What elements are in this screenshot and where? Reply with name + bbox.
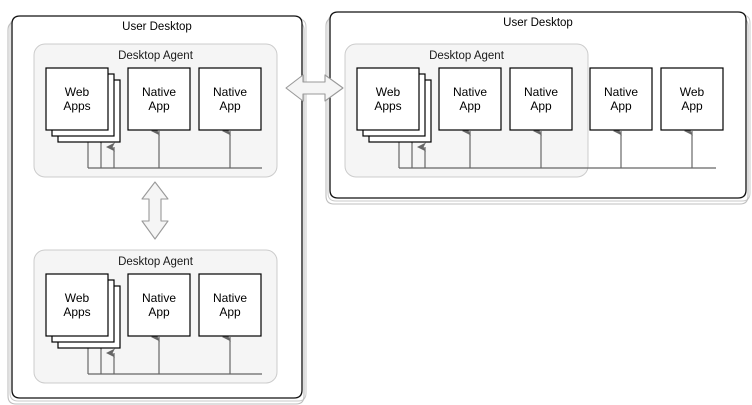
native-app-top-left-2[interactable]: [198, 67, 262, 131]
native-app-bottom-left-2[interactable]: [198, 273, 262, 337]
native-app-right-external[interactable]: [589, 67, 653, 131]
web-app-right-external[interactable]: [660, 67, 724, 131]
native-app-bottom-left-1[interactable]: [127, 273, 191, 337]
link-horizontal-desktops-arrow[interactable]: [285, 74, 344, 102]
native-app-top-left-1[interactable]: [127, 67, 191, 131]
native-app-right-2[interactable]: [509, 67, 573, 131]
desktop-agent-bottom-left-connectors: [80, 332, 262, 375]
web-apps-stack-top-left[interactable]: [45, 67, 121, 143]
web-apps-stack-right[interactable]: [356, 67, 432, 143]
desktop-agent-top-left-connectors: [80, 126, 262, 169]
desktop-agent-right-connectors: [391, 126, 716, 169]
web-apps-stack-bottom-left[interactable]: [45, 273, 121, 349]
native-app-right-1[interactable]: [438, 67, 502, 131]
link-vertical-agents-arrow[interactable]: [141, 181, 169, 240]
